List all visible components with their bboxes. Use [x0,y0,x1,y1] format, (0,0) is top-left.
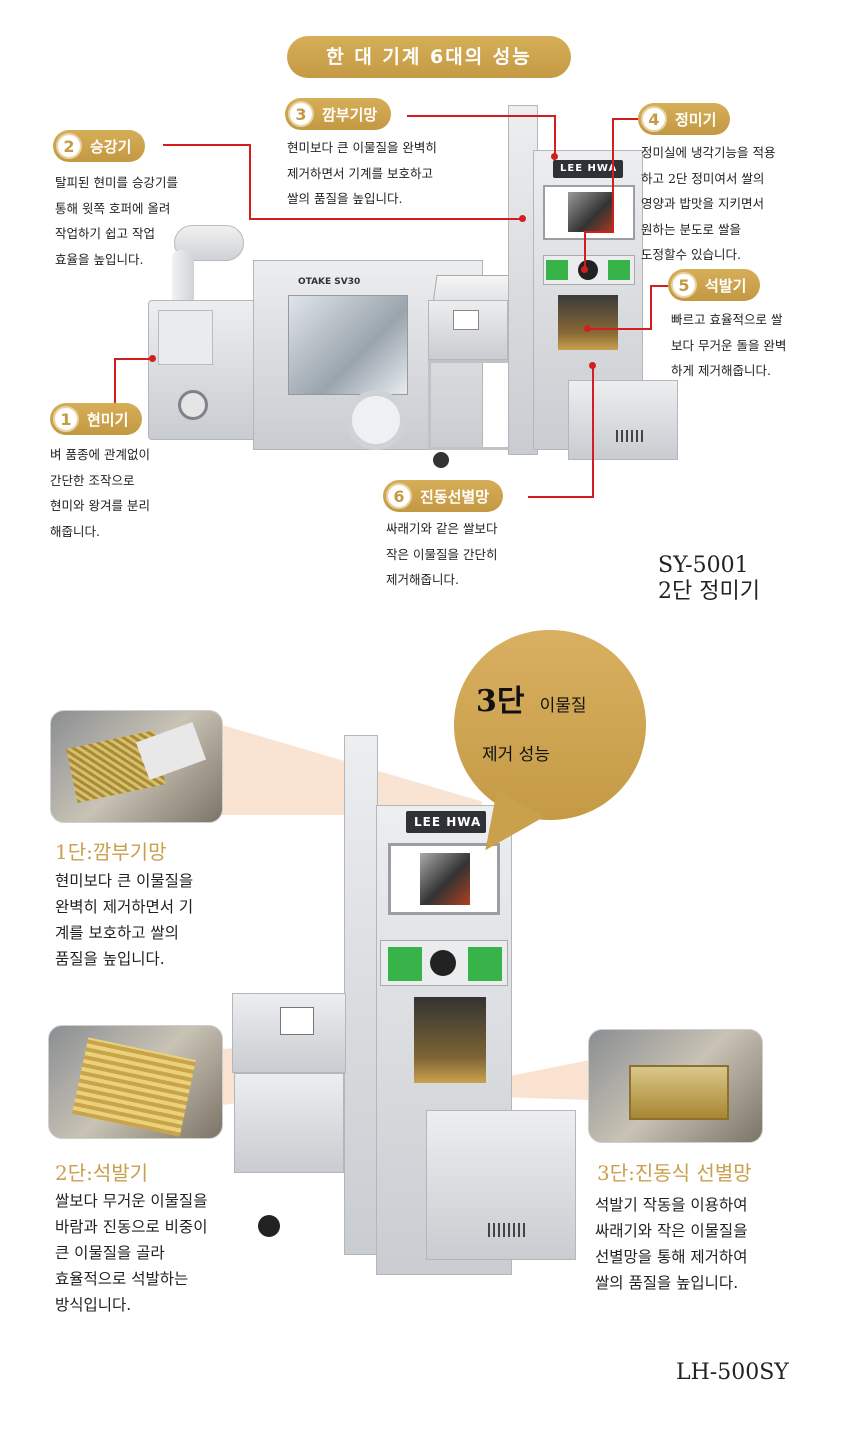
bubble-text: 3단 이물질 제거 성능 [476,676,646,765]
machine-brand-logo: LEE HWA [414,815,482,829]
callout-whitener: 4 정미기 [638,103,731,135]
page-title: 한 대 기계 6대의 성능 [287,36,571,78]
callout-desc-whitener: 정미실에 냉각기능을 적용 하고 2단 정미여서 쌀의 영양과 밥맛을 지키면서… [641,145,776,262]
number-badge: 5 [671,272,697,298]
rice-mill-machine-illustration: OTAKE SV30 LEE HWA [148,100,708,480]
machine-brand-logo: LEE HWA [560,163,618,174]
model-name-top: SY-5001 2단 정미기 [658,553,760,604]
callout-vibrating-sieve: 6 진동선별망 [383,480,504,512]
model-name-bottom: LH-500SY [676,1360,789,1385]
number-badge: 6 [386,483,412,509]
callout-label: 진동선별망 [420,487,490,506]
callout-label: 승강기 [90,137,132,156]
callout-desc-husker: 벼 품종에 관계없이 간단한 조작으로 현미와 왕겨를 분리 해줍니다. [50,447,150,539]
three-stage-machine-illustration: LEE HWA [228,735,588,1275]
callout-label: 깜부기망 [322,105,378,124]
callout-label: 정미기 [675,110,717,129]
number-badge: 4 [641,106,667,132]
stage-desc-2: 쌀보다 무거운 이물질을 바람과 진동으로 비중이 큰 이물질을 골라 효율적으… [55,1192,208,1314]
stage-title-2: 2단:석발기 [55,1161,149,1185]
machine-side-label: OTAKE SV30 [298,277,361,287]
callout-destoner: 5 석발기 [668,269,761,301]
stage-desc-3: 석발기 작동을 이용하여 싸래기와 작은 이물질을 선별망을 통해 제거하여 쌀… [595,1196,748,1292]
callout-label: 석발기 [705,276,747,295]
inset-photo-smut-screen [50,710,223,823]
callout-desc-vibrating-sieve: 싸래기와 같은 쌀보다 작은 이물질을 간단히 제거해줍니다. [386,521,498,587]
callout-label: 현미기 [87,410,129,429]
bubble-line1: 이물질 [539,696,587,716]
callout-desc-destoner: 빠르고 효율적으로 쌀 보다 무거운 돌을 완벽 하게 제거해줍니다. [671,312,787,378]
callout-desc-elevator: 탈피된 현미를 승강기를 통해 윗쪽 호퍼에 올려 작업하기 쉽고 작업 효율을… [55,175,178,267]
number-badge: 2 [56,133,82,159]
bubble-line2: 제거 성능 [482,745,550,765]
bubble-big-text: 3단 [476,684,525,719]
stage-title-1: 1단:깜부기망 [55,840,167,864]
speech-bubble [454,630,646,820]
callout-desc-smut-screen: 현미보다 큰 이물질을 완벽히 제거하면서 기계를 보호하고 쌀의 품질을 높입… [287,140,437,206]
number-badge: 1 [53,406,79,432]
inset-photo-destoner [48,1025,223,1139]
number-badge: 3 [288,101,314,127]
stage-desc-1: 현미보다 큰 이물질을 완벽히 제거하면서 기 계를 보호하고 쌀의 품질을 높… [55,872,194,968]
inset-photo-vibrating-sieve [588,1029,763,1143]
stage-title-3: 3단:진동식 선별망 [597,1161,752,1185]
callout-husker: 1 현미기 [50,403,143,435]
callout-smut-screen: 3 깜부기망 [285,98,392,130]
callout-elevator: 2 승강기 [53,130,146,162]
